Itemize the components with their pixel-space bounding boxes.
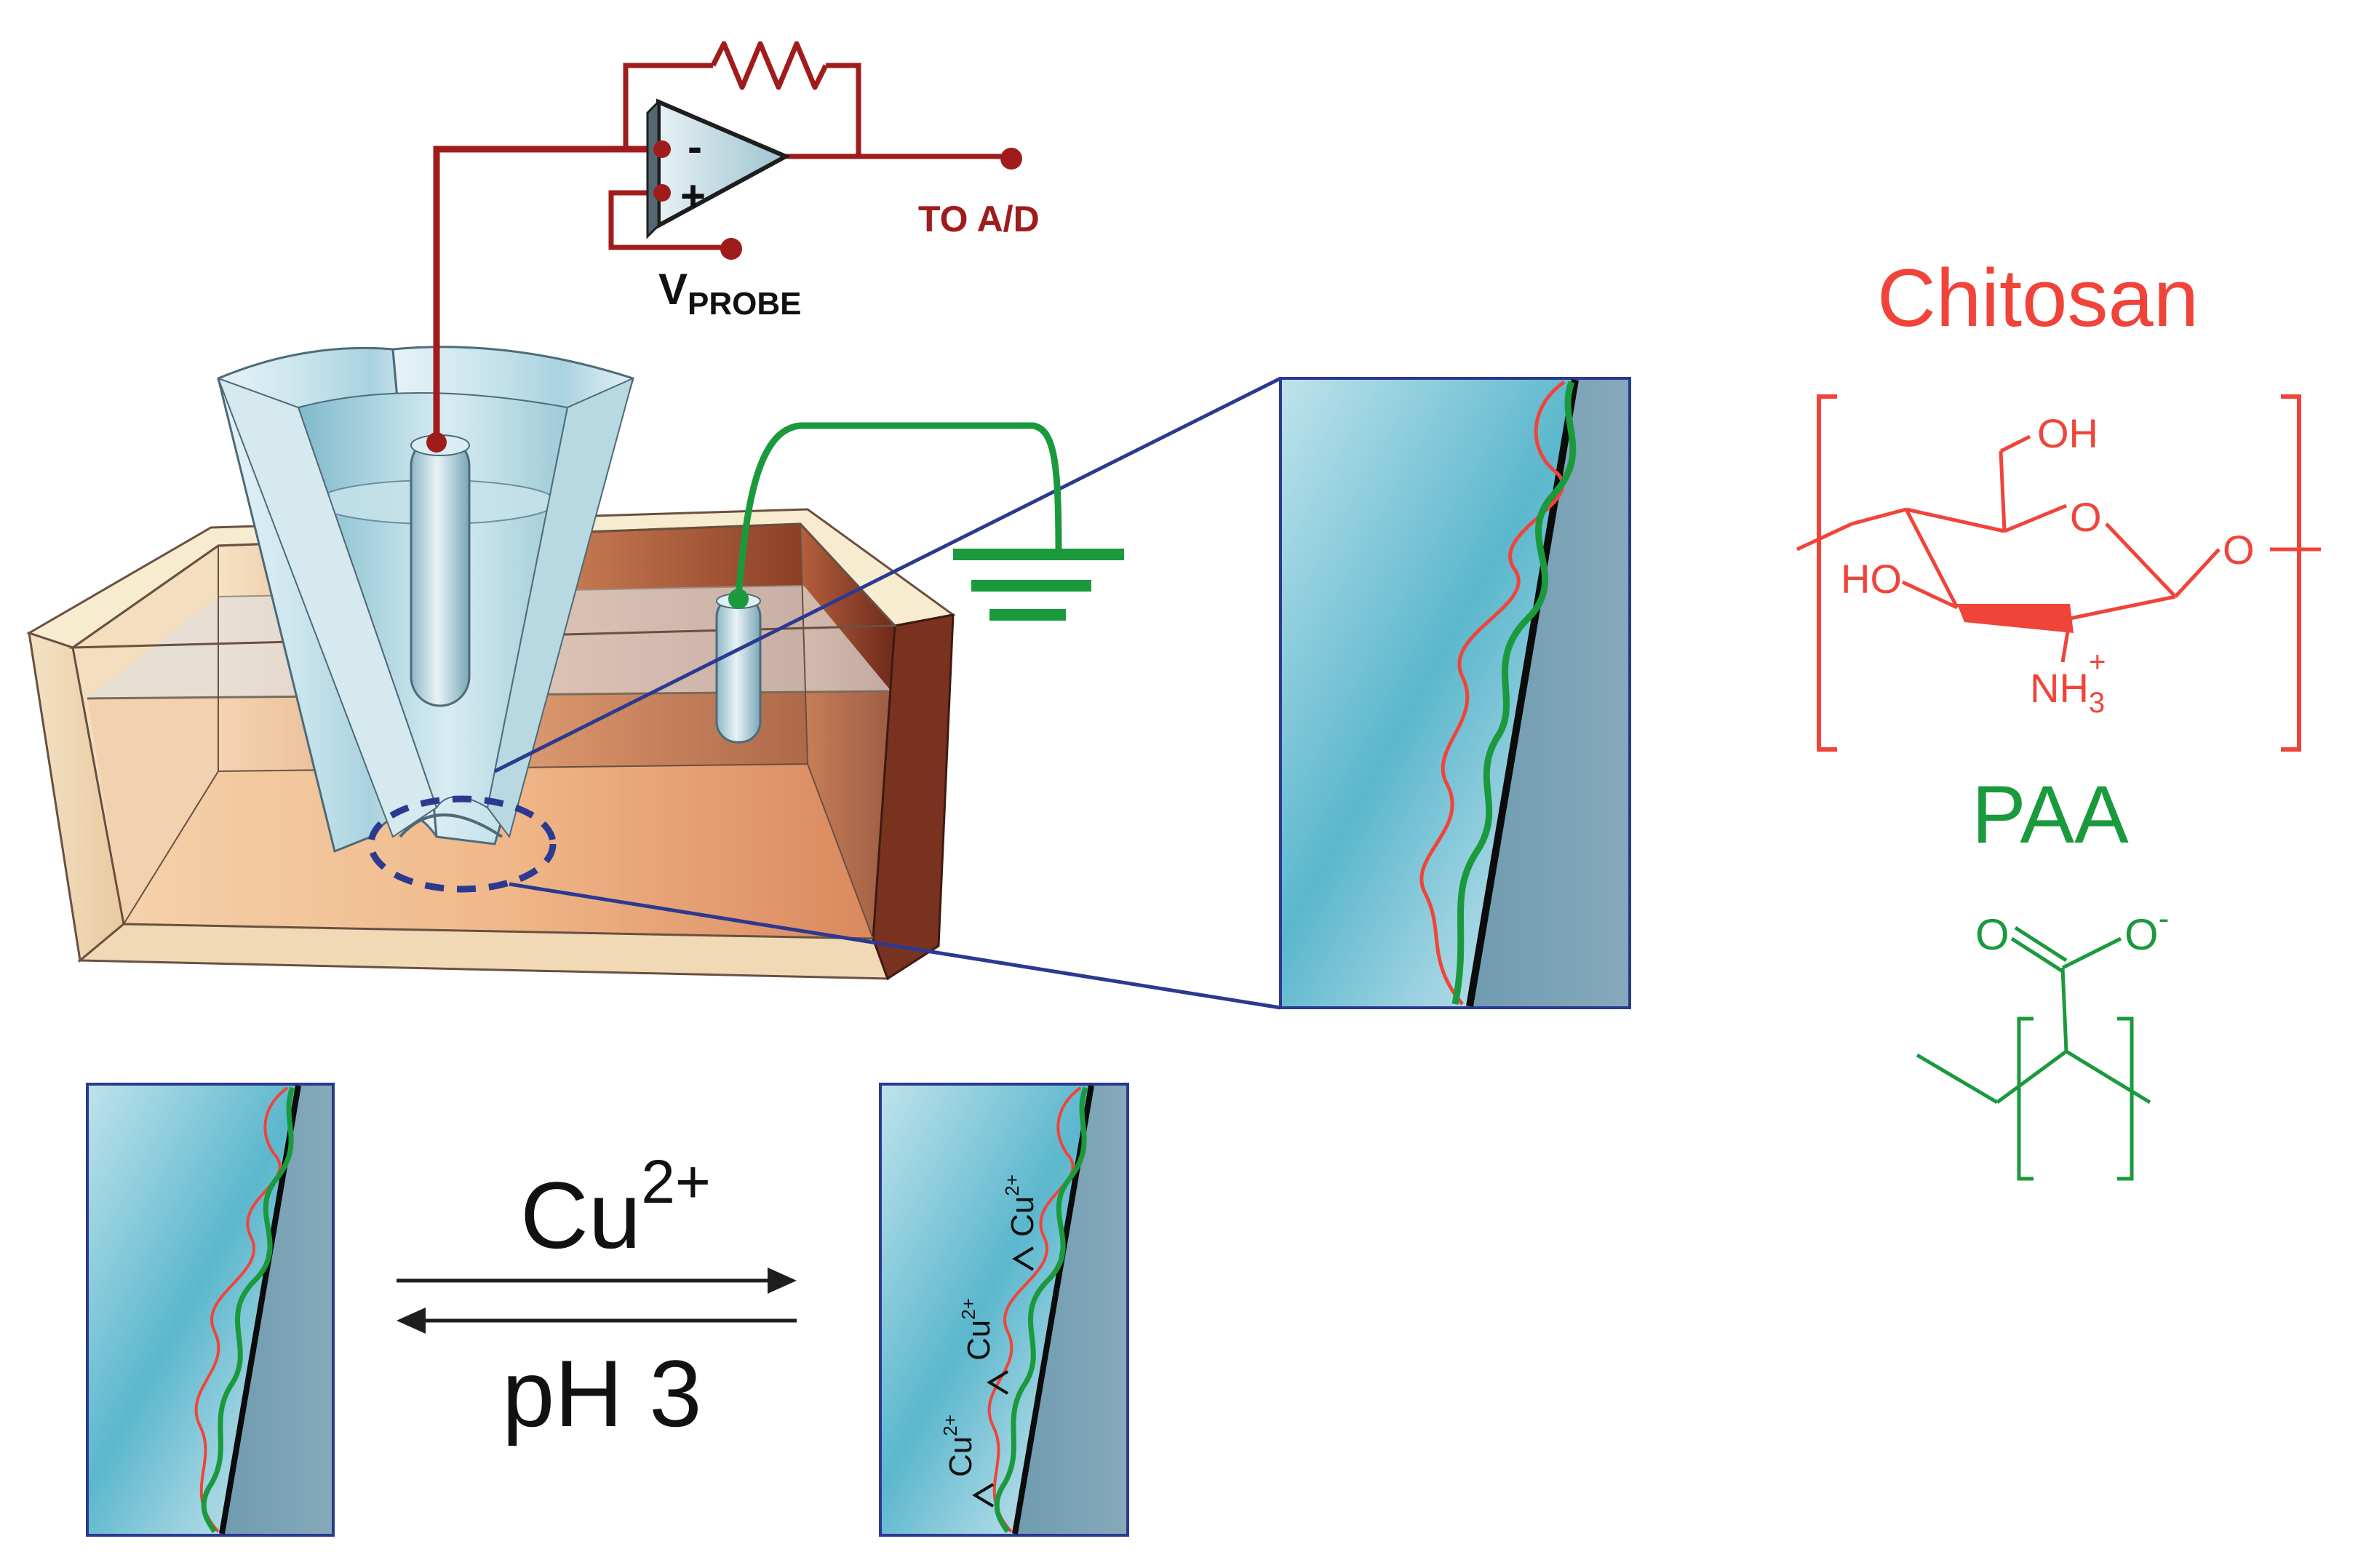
paa-bracket-left <box>2017 1016 2034 1181</box>
paa-title: PAA <box>1972 769 2129 860</box>
probe-wire <box>433 146 662 440</box>
amplifier-circuit: - + TO A/D VPROBE <box>426 41 1040 453</box>
chitosan-ring-wedge <box>1957 604 2074 633</box>
paa-carbonyl-o: O <box>1975 910 2010 959</box>
feedback-wire <box>623 63 713 149</box>
paa-layer <box>1451 381 1577 1005</box>
zoom-line-bottom <box>509 882 1281 1010</box>
paa-structure: PAA O O- <box>1916 769 2169 1181</box>
cu-binding-2 <box>987 1370 1009 1395</box>
inner-electrode <box>410 435 471 707</box>
zoom-line-top <box>493 376 1282 773</box>
ground-connection <box>728 422 1124 621</box>
reverse-condition: pH 3 <box>502 1340 702 1446</box>
chitosan-bracket-left <box>1817 394 1837 752</box>
to-ad-label: TO A/D <box>918 199 1040 239</box>
cu-ion-2: Cu2+ <box>957 1298 997 1361</box>
panel-after: Cu2+ Cu2+ Cu2+ <box>879 1083 1129 1537</box>
chitosan-structure: Chitosan OH O HO O NH3+ <box>1796 252 2321 752</box>
ground-wire <box>735 422 1062 597</box>
paa-anion-o: O- <box>2124 901 2169 959</box>
pipette-tip <box>399 813 503 838</box>
reversible-reaction-arrows: Cu2+ pH 3 <box>397 1147 797 1446</box>
electrode-contact <box>426 432 447 453</box>
panel-before <box>86 1083 335 1537</box>
reference-electrode <box>715 593 762 744</box>
tip-zoom-circle <box>367 795 557 893</box>
probe-terminal <box>720 238 742 260</box>
cu-ion-3: Cu2+ <box>939 1414 979 1477</box>
glass-edge <box>1466 379 1579 1007</box>
chitosan-layer <box>1419 380 1566 1006</box>
panel-after-chitosan <box>987 1086 1082 1533</box>
chitosan-bracket-right <box>2281 394 2301 752</box>
forward-condition: Cu2+ <box>520 1147 711 1268</box>
tank-floor <box>124 764 873 939</box>
chitosan-oh: OH <box>2037 410 2098 456</box>
output-terminal <box>1000 148 1022 170</box>
chitosan-ho: HO <box>1841 556 1902 602</box>
op-amp-minus: - <box>688 122 702 171</box>
glass-wall <box>1470 380 1628 1006</box>
panel-before-chitosan <box>194 1086 289 1533</box>
chitosan-amine: NH3+ <box>2030 646 2106 719</box>
probe-pipette <box>217 346 634 853</box>
paa-bracket-right <box>2117 1016 2134 1181</box>
v-probe-label: VPROBE <box>658 265 802 322</box>
panel-before-paa <box>201 1086 295 1533</box>
chitosan-link-o: O <box>2223 527 2255 573</box>
op-amp-plus: + <box>680 172 706 220</box>
cu-ion-1: Cu2+ <box>1001 1174 1040 1237</box>
panel-after-paa <box>994 1086 1088 1533</box>
tank-right-outer <box>872 613 955 981</box>
zoomed-surface-panel <box>1279 377 1631 1009</box>
cu-binding-1 <box>1012 1246 1035 1271</box>
chitosan-ring-o: O <box>2070 494 2102 540</box>
feedback-resistor <box>710 41 829 90</box>
cu-binding-3 <box>972 1483 995 1508</box>
plus-input-wire <box>608 190 728 250</box>
op-amp <box>656 98 791 230</box>
chitosan-title: Chitosan <box>1877 252 2199 343</box>
